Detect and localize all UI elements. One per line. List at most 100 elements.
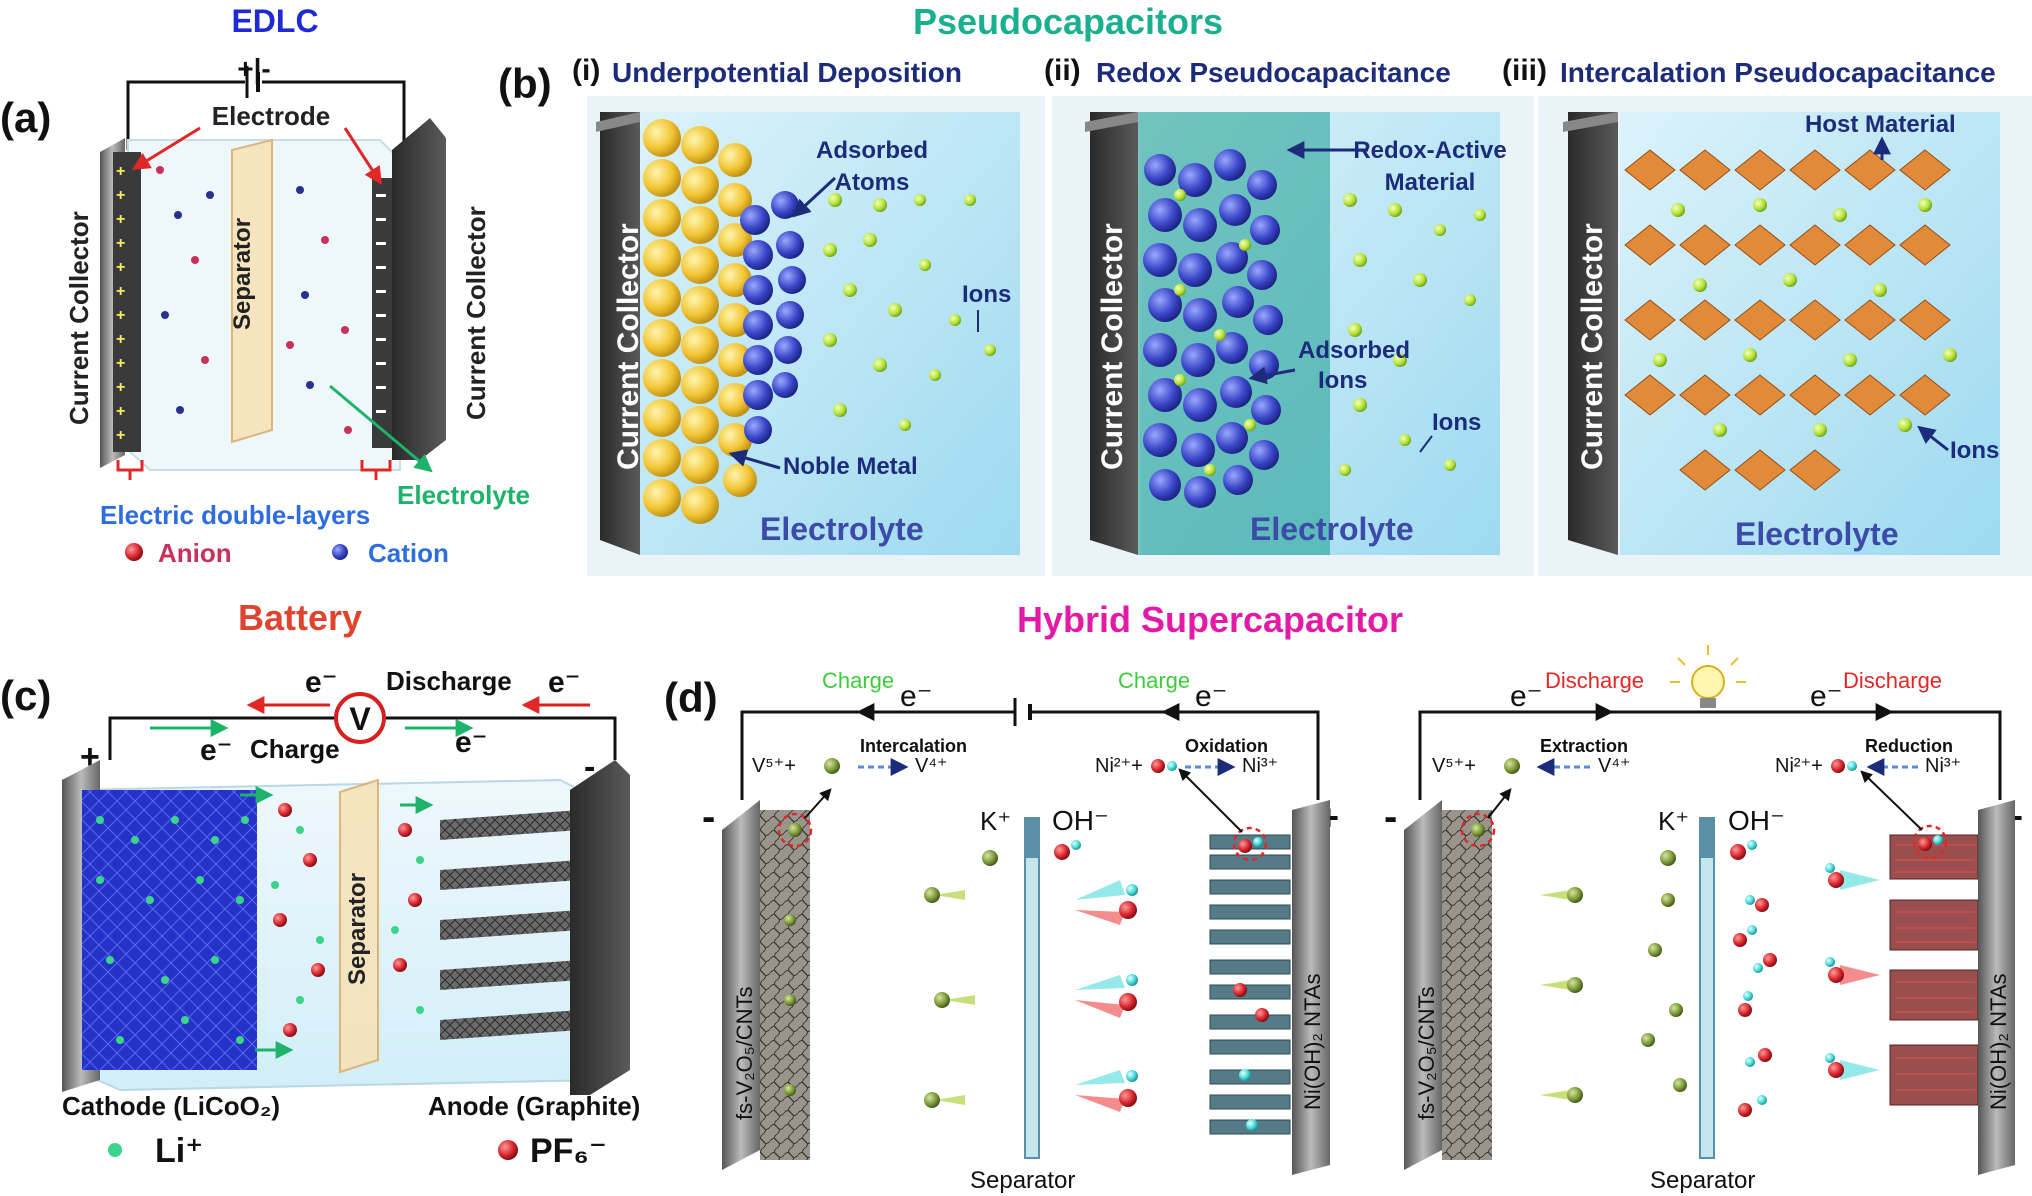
panel-a-label: (a) [0,94,51,141]
pseudo-i-title: Underpotential Deposition [612,57,962,88]
pseudo-i-noble-metal-label: Noble Metal [783,453,918,480]
pseudo-iii-host-material [1624,149,1951,491]
hybrid-charge-e-right: e⁻ [1195,680,1228,713]
hybrid-charge-ni-nanotubes [1209,834,1291,1135]
svg-text:+: + [116,355,125,372]
edlc-right-electrode [372,178,394,448]
hybrid-charge-electrode-left: fs-V₂O₅/CNTs [732,986,757,1120]
hybrid-discharge-wire [1418,710,2002,800]
pseudo-ii-adsorbed-label-2: Ions [1318,367,1367,394]
hybrid-discharge-cell: e⁻ Discharge e⁻ Discharge - + fs-V₂O₅/CN… [1384,645,2023,1194]
battery-discharge-label: Discharge [386,666,512,696]
pseudo-ii: (ii) Redox Pseudocapacitance Current Col… [1044,54,1534,576]
cation-legend-label: Cation [368,538,449,568]
hybrid-charge-separator-label: Separator [970,1167,1075,1194]
pseudo-i-ions-label: Ions [962,281,1011,308]
pseudo-iii-ions-label: Ions [1950,437,1999,464]
pseudo-i: (i) Underpotential Deposition Current Co… [572,54,1045,576]
edlc-double-layer-bracket-right [360,460,392,480]
svg-text:+: + [116,259,125,276]
hybrid-charge-cnt-electrode [760,810,810,1160]
hybrid-charge-e-left: e⁻ [900,680,933,713]
battery-charge-label: Charge [250,734,340,764]
pseudo-ii-adsorbed-label-1: Adsorbed [1298,337,1410,364]
hybrid-discharge-electrode-right: Ni(OH)₂ NTAs [1986,974,2011,1110]
pseudo-i-adsorbed-atoms [740,191,806,444]
pf6-legend-label: PF₆⁻ [530,1132,607,1170]
svg-text:+: + [116,379,125,396]
battery-cathode [82,790,257,1070]
edlc-double-layers-label: Electric double-layers [100,500,370,530]
hybrid-discharge-label-right: Discharge [1843,668,1942,693]
edlc-right-collector [392,118,446,460]
svg-text:+: + [116,331,125,348]
pseudo-i-collector: Current Collector [612,223,645,470]
edlc-left-collector-label: Current Collector [64,211,94,425]
hybrid-discharge-ni2: Ni²⁺+ [1775,755,1823,777]
hybrid-charge-label-left: Charge [822,668,894,693]
hybrid-charge-oh: OH⁻ [1052,805,1109,836]
pseudo-iii-collector: Current Collector [1576,223,1609,470]
edlc-circuit-wire [126,80,406,150]
hybrid-charge-k: K⁺ [980,806,1011,836]
edlc-separator [231,138,273,444]
pseudo-i-tag: (i) [572,54,600,87]
pseudo-ii-collector: Current Collector [1096,223,1129,470]
edlc-left-electrode [113,152,141,452]
hybrid-discharge-ni-collector [1978,800,2015,1175]
hybrid-discharge-cnt-electrode [1442,810,1492,1160]
hybrid-discharge-oh: OH⁻ [1728,805,1785,836]
edlc-separator-label: Separator [229,218,256,330]
hybrid-discharge-minus: - [1384,795,1397,839]
hybrid-charge-minus: - [702,795,715,839]
battery-circuit-wire [108,716,617,760]
lightbulb-icon [1670,645,1746,708]
svg-text:+: + [116,307,125,324]
hybrid-discharge-v5: V⁵⁺+ [1432,755,1476,777]
hybrid-discharge-ni-nanotubes [1889,834,1979,1106]
panel-d-label: (d) [664,674,718,721]
hybrid-charge-wire [740,710,1320,800]
hybrid-discharge-label-left: Discharge [1545,668,1644,693]
battery-e-left-bottom: e⁻ [200,734,233,767]
svg-text:+: + [116,211,125,228]
cation-legend-marker [332,544,348,560]
hybrid-charge-cell: Charge e⁻ Charge e⁻ - + fs-V₂O₅/CNTs V⁵⁺… [702,668,1339,1194]
hybrid-discharge-nanotube-texture [1895,844,1975,1091]
panel-c-label: (c) [0,672,51,719]
battery-anode-collector [570,760,630,1095]
pseudo-ii-redox-label-2: Material [1385,169,1476,196]
hybrid-discharge-ni3: Ni³⁺ [1925,755,1961,777]
battery-minus: - [584,748,595,786]
hybrid-discharge-separator-label: Separator [1650,1167,1755,1194]
pseudo-iii-electrolyte-label: Electrolyte [1735,516,1899,552]
battery-e-right-top: e⁻ [548,666,581,699]
hybrid-discharge-e-right: e⁻ [1810,680,1843,713]
svg-text:+: + [116,187,125,204]
hybrid-discharge-extraction: Extraction [1540,736,1628,756]
panel-a-edlc: EDLC (a) +|- +++ +++ +++ +++ Separator [0,3,530,568]
pseudo-iii-host-label: Host Material [1805,111,1956,138]
hybrid-charge-label-right: Charge [1118,668,1190,693]
panel-b-label: (b) [498,60,552,107]
battery-anode-label: Anode (Graphite) [428,1091,640,1121]
anion-legend-label: Anion [158,538,232,568]
pseudo-i-ions [823,193,996,431]
hybrid-discharge-k: K⁺ [1658,806,1689,836]
li-legend-marker [108,1143,122,1157]
hybrid-discharge-separator [1699,817,1715,1159]
pseudo-title: Pseudocapacitors [913,1,1223,42]
edlc-positive-charges: +++ +++ +++ +++ [116,163,125,444]
battery-cathode-li-ions [96,816,249,1044]
pseudo-ii-embedded-ions [1174,189,1256,476]
battery-cathode-label: Cathode (LiCoO₂) [62,1091,280,1121]
pseudo-ii-blue-cluster [1143,149,1283,508]
hybrid-charge-ni-collector [1292,800,1330,1175]
battery-electrolyte-ions [271,803,424,1037]
pseudo-ii-ions-label: Ions [1432,409,1481,436]
hybrid-discharge-e-left: e⁻ [1510,680,1543,713]
pseudo-ii-title: Redox Pseudocapacitance [1096,57,1451,88]
hybrid-charge-v5: V⁵⁺+ [752,755,796,777]
svg-text:+: + [116,163,125,180]
